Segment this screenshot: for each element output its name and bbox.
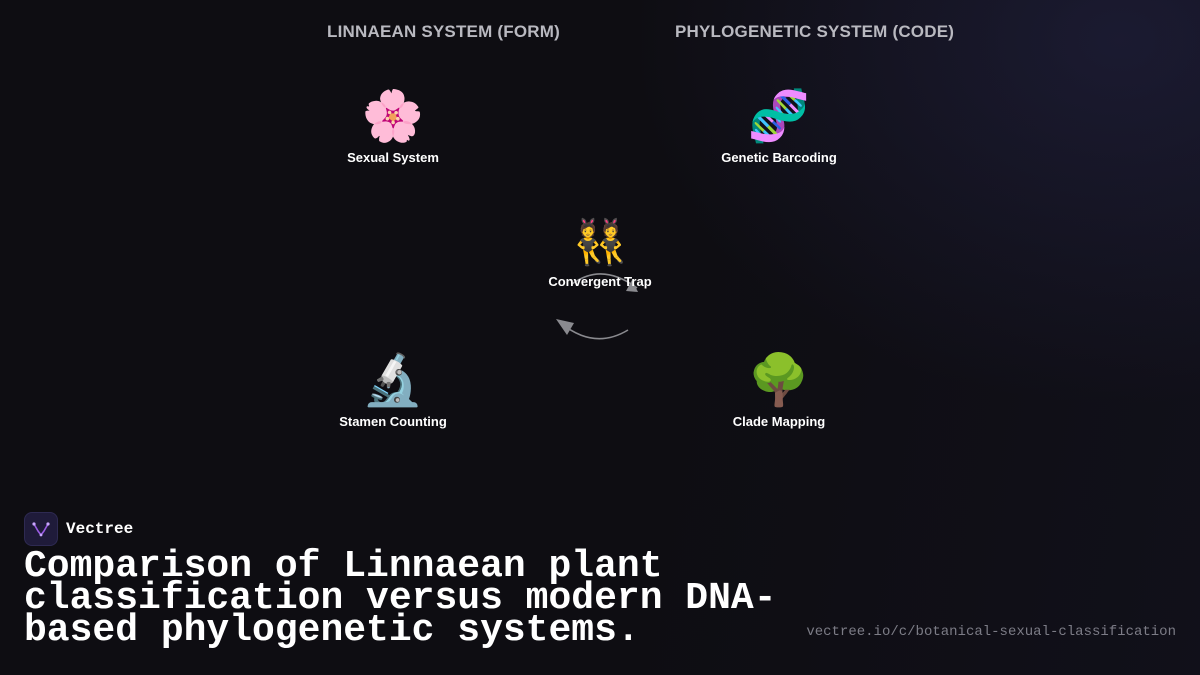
genetic-barcoding-node: 🧬 Genetic Barcoding [669, 88, 889, 165]
twins-icon: 👯 [572, 217, 628, 268]
brand: Vectree [24, 512, 133, 546]
linnaean-column-header: LINNAEAN SYSTEM (FORM) [327, 22, 560, 41]
clade-mapping-node: 🌳 Clade Mapping [669, 352, 889, 429]
clade-mapping-label: Clade Mapping [732, 414, 826, 429]
cycle-arrowhead-bottom [556, 319, 574, 335]
tree-icon: 🌳 [747, 351, 811, 409]
microscope-icon: 🔬 [361, 351, 425, 409]
page-title: Comparison of Linnaean plant classificat… [24, 545, 777, 652]
source-url[interactable]: vectree.io/c/botanical-sexual-classifica… [806, 624, 1176, 640]
sexual-system-label: Sexual System [347, 150, 439, 165]
dna-icon: 🧬 [747, 87, 811, 145]
cherry-blossom-icon: 🌸 [361, 87, 425, 145]
vectree-logo-icon [24, 512, 58, 546]
stamen-counting-node: 🔬 Stamen Counting [283, 352, 503, 429]
convergent-trap-label: Convergent Trap [548, 274, 652, 289]
stamen-counting-label: Stamen Counting [339, 414, 447, 429]
sexual-system-node: 🌸 Sexual System [283, 88, 503, 165]
phylogenetic-column-header: PHYLOGENETIC SYSTEM (CODE) [675, 22, 955, 41]
brand-name: Vectree [66, 520, 134, 538]
cycle-arrowhead-top [626, 280, 638, 292]
genetic-barcoding-label: Genetic Barcoding [721, 150, 837, 165]
convergent-trap-node: 👯 Convergent Trap [490, 217, 710, 290]
cycle-arrows [556, 273, 638, 340]
